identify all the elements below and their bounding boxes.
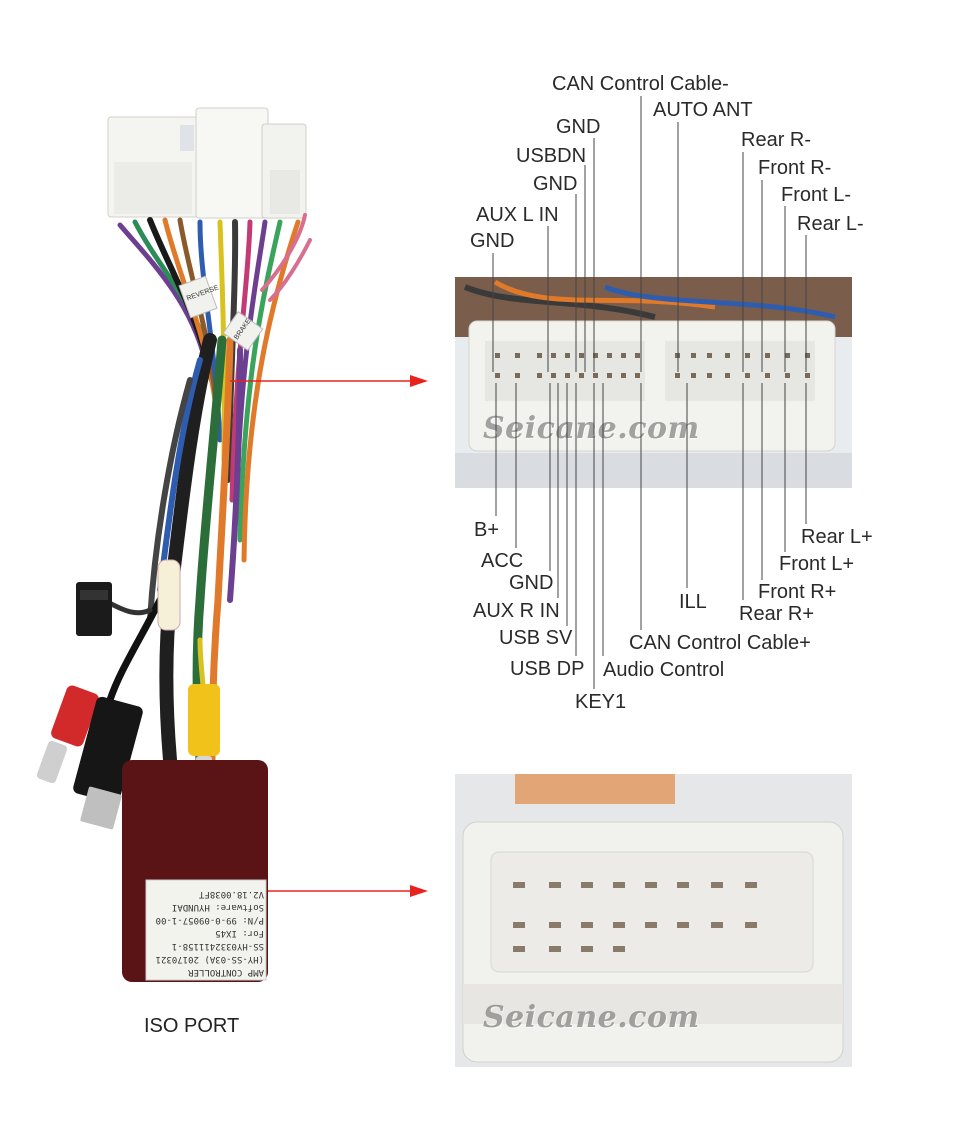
amp-controller-module — [122, 760, 268, 982]
label-key1: KEY1 — [575, 691, 627, 713]
arrow-to-iso-port — [268, 885, 428, 897]
rca-red-plug — [36, 685, 99, 784]
label-gnd-3: GND — [470, 230, 515, 252]
connector-photo-top: Seicane.com — [455, 277, 852, 488]
label-gnd-2: GND — [533, 173, 578, 195]
label-front-l-plus: Front L+ — [779, 553, 855, 575]
connector-bottom-drawing — [462, 774, 844, 1063]
label-can-control-plus: CAN Control Cable+ — [629, 632, 811, 654]
label-front-r-plus: Front R+ — [758, 581, 837, 603]
watermark-bottom: Seicane.com — [483, 1000, 700, 1035]
label-aux-l-in: AUX L IN — [476, 204, 559, 226]
inline-fuse — [157, 559, 181, 631]
label-rear-r-plus: Rear R+ — [739, 603, 815, 625]
watermark-top: Seicane.com — [483, 411, 700, 446]
label-gnd-1: GND — [556, 116, 601, 138]
brake-tag — [222, 311, 264, 351]
arrow-to-connector-top — [230, 375, 428, 387]
label-usb-dp: USB DP — [510, 658, 585, 680]
power-connector — [76, 582, 112, 636]
reverse-tag — [178, 275, 218, 319]
iso-port-label: ISO PORT — [144, 1015, 240, 1037]
label-rear-l-minus: Rear L- — [797, 213, 864, 235]
label-b-plus: B+ — [474, 519, 500, 541]
label-aux-r-in: AUX R IN — [473, 600, 560, 622]
label-usb-sv: USB SV — [499, 627, 573, 649]
label-usbdn: USBDN — [516, 145, 587, 167]
label-gnd-bottom: GND — [509, 572, 554, 594]
label-rear-r-minus: Rear R- — [741, 129, 812, 151]
label-front-r-minus: Front R- — [758, 157, 832, 179]
label-audio-control: Audio Control — [603, 659, 725, 681]
label-auto-ant: AUTO ANT — [653, 99, 753, 121]
harness-connector-block — [107, 107, 307, 219]
label-ill: ILL — [679, 591, 707, 613]
connector-photo-bottom: Seicane.com — [455, 774, 852, 1067]
label-acc: ACC — [481, 550, 524, 572]
label-front-l-minus: Front L- — [781, 184, 852, 206]
label-rear-l-plus: Rear L+ — [801, 526, 873, 548]
label-can-control-minus: CAN Control Cable- — [552, 73, 729, 95]
